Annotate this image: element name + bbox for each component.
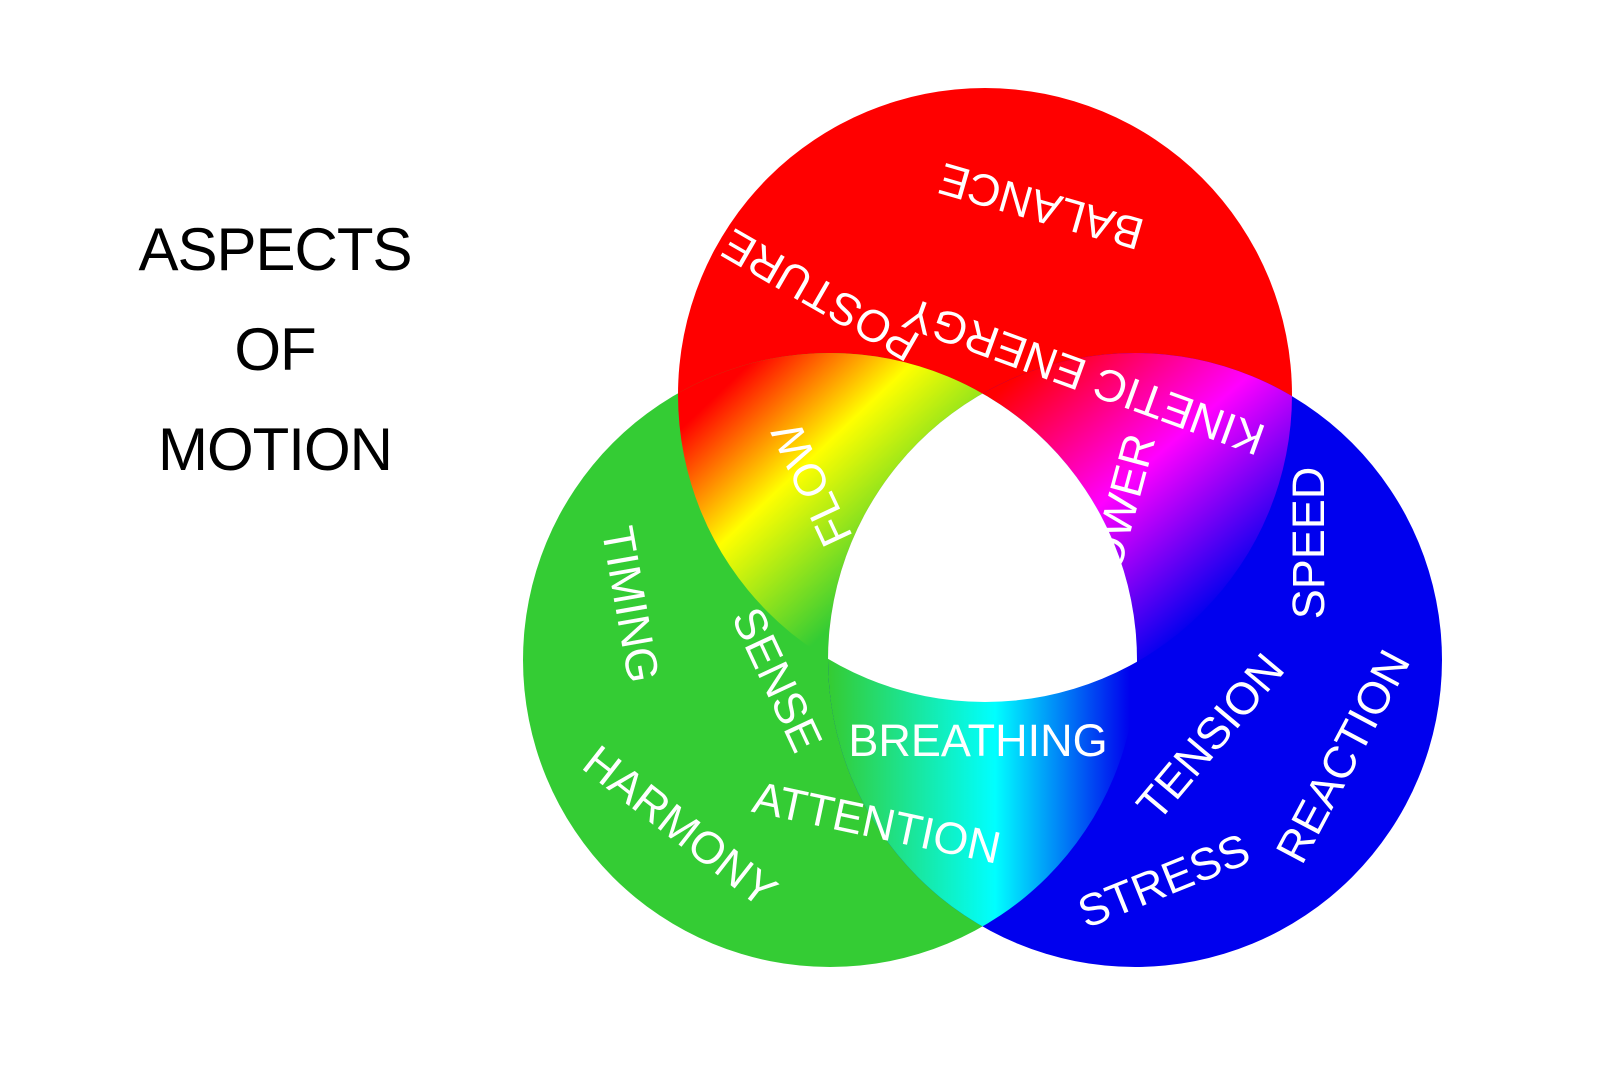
- label-breathing: BREATHING: [848, 715, 1107, 766]
- diagram-title: ASPECTS OF MOTION: [125, 200, 425, 500]
- center-region: [828, 353, 1137, 702]
- title-line-1: ASPECTS: [138, 216, 412, 283]
- label-speed: SPEED: [1283, 467, 1334, 620]
- title-line-2: OF: [234, 316, 316, 383]
- title-line-3: MOTION: [158, 416, 393, 483]
